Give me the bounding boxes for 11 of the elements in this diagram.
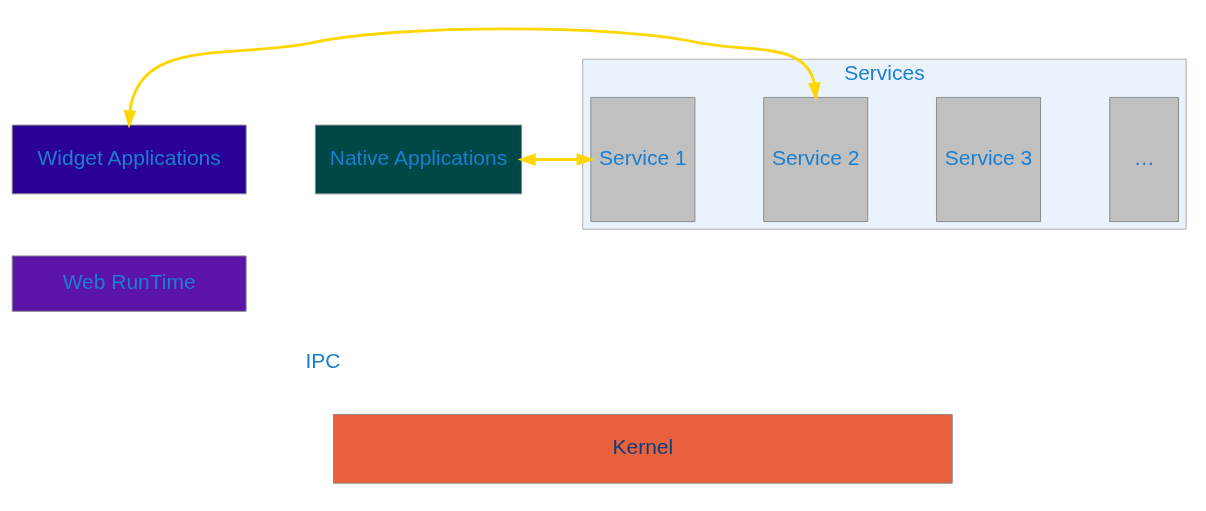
node-box: … xyxy=(1109,96,1179,222)
arrow xyxy=(123,26,821,128)
node-box: Native Applications xyxy=(314,124,523,194)
node-box: Kernel xyxy=(333,413,953,484)
node-box: Web RunTime xyxy=(11,254,247,312)
arrow xyxy=(517,152,595,166)
node-box: Service 3 xyxy=(936,96,1042,222)
node-box: Service 1 xyxy=(590,96,696,222)
node-box: Widget Applications xyxy=(11,124,247,194)
node-box: Service 2 xyxy=(763,96,869,222)
label: IPC xyxy=(305,348,341,372)
